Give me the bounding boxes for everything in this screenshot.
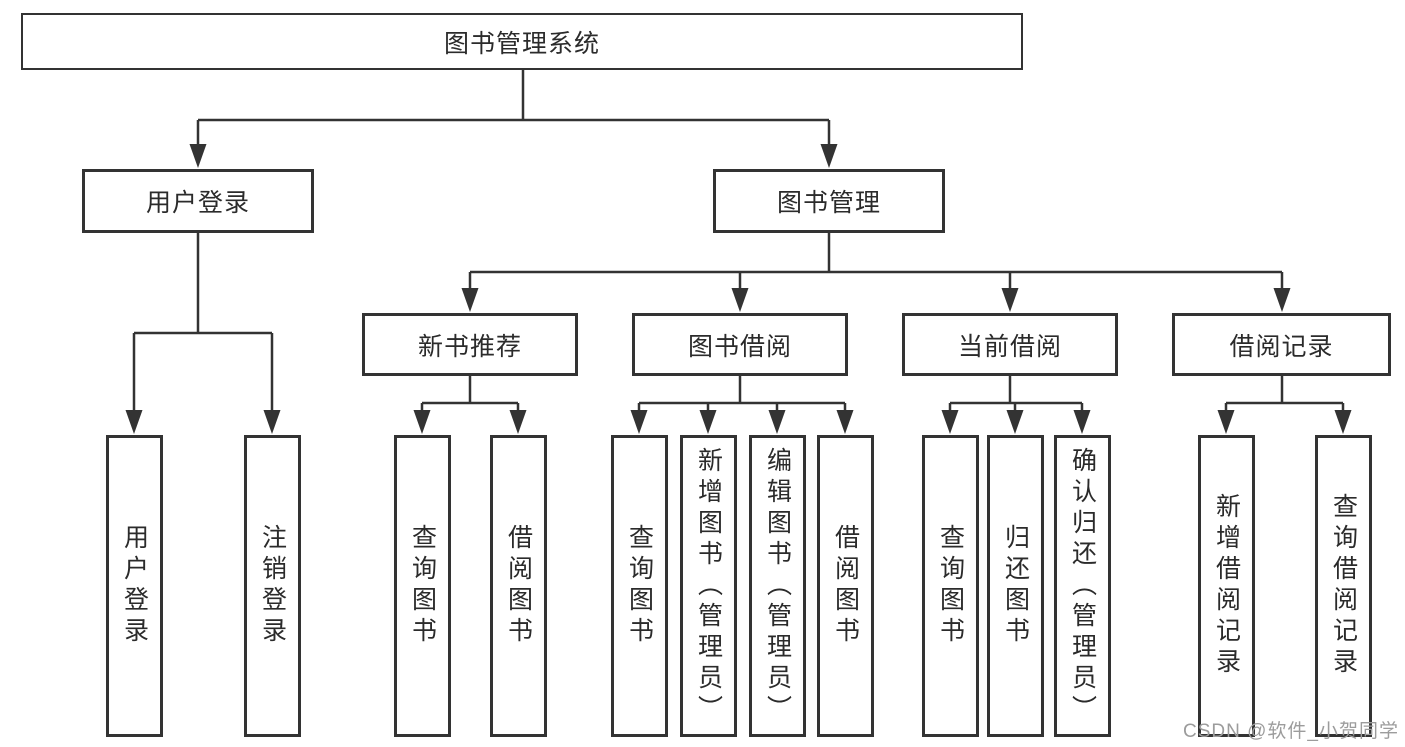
leaf-borrow-books-label: 借阅图书 xyxy=(831,524,860,648)
leaf-return-books-label: 归还图书 xyxy=(1001,524,1030,648)
leaf-query-books-recommend: 查询图书 xyxy=(393,435,451,737)
leaf-user-login-label: 用户登录 xyxy=(120,524,149,648)
node-book-borrowing: 图书借阅 xyxy=(632,313,848,376)
leaf-borrow-books-recommend-label: 借阅图书 xyxy=(504,524,533,648)
leaf-edit-books-admin-label: 编辑图书（管理员） xyxy=(763,446,792,726)
node-new-book-recommend: 新书推荐 xyxy=(362,313,578,376)
node-borrow-records: 借阅记录 xyxy=(1172,313,1391,376)
leaf-query-books-current-label: 查询图书 xyxy=(936,524,965,648)
node-current-borrowing: 当前借阅 xyxy=(902,313,1118,376)
leaf-user-login: 用户登录 xyxy=(105,435,163,737)
leaf-confirm-return-admin-label: 确认归还（管理员） xyxy=(1068,446,1097,726)
leaf-logout: 注销登录 xyxy=(243,435,301,737)
leaf-query-books-borrowing: 查询图书 xyxy=(610,435,668,737)
node-library-management-system: 图书管理系统 xyxy=(21,13,1023,70)
leaf-add-books-admin-label: 新增图书（管理员） xyxy=(694,446,723,726)
leaf-return-books: 归还图书 xyxy=(986,435,1044,737)
leaf-query-books-current: 查询图书 xyxy=(921,435,979,737)
leaf-edit-books-admin: 编辑图书（管理员） xyxy=(748,435,806,737)
leaf-borrow-books: 借阅图书 xyxy=(816,435,874,737)
leaf-query-books-borrowing-label: 查询图书 xyxy=(625,524,654,648)
leaf-borrow-books-recommend: 借阅图书 xyxy=(489,435,547,737)
leaf-query-borrow-record-label: 查询借阅记录 xyxy=(1329,493,1358,679)
leaf-add-borrow-record: 新增借阅记录 xyxy=(1197,435,1255,737)
node-user-login-branch: 用户登录 xyxy=(82,169,314,233)
leaf-query-books-recommend-label: 查询图书 xyxy=(408,524,437,648)
leaf-confirm-return-admin: 确认归还（管理员） xyxy=(1053,435,1111,737)
leaf-query-borrow-record: 查询借阅记录 xyxy=(1314,435,1372,737)
leaf-logout-label: 注销登录 xyxy=(258,524,287,648)
leaf-add-borrow-record-label: 新增借阅记录 xyxy=(1212,493,1241,679)
node-book-management-branch: 图书管理 xyxy=(713,169,945,233)
leaf-add-books-admin: 新增图书（管理员） xyxy=(679,435,737,737)
csdn-watermark: CSDN @软件_小贺同学 xyxy=(1183,721,1399,742)
